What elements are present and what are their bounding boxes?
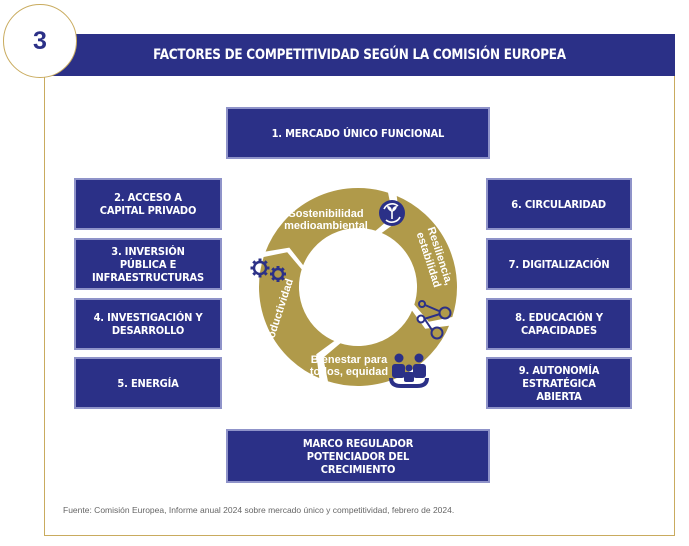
factor-box-1-label: 1. MERCADO ÚNICO FUNCIONAL xyxy=(271,126,445,140)
figure-title: FACTORES DE COMPETITIVIDAD SEGÚN LA COMI… xyxy=(153,47,566,63)
plant-recycle-icon xyxy=(379,200,405,226)
figure-number-badge: 3 xyxy=(3,4,77,78)
factor-box-2-label: 2. ACCESO A CAPITAL PRIVADO xyxy=(99,191,197,217)
factor-box-7: 7. DIGITALIZACIÓN xyxy=(486,238,632,290)
regulatory-framework-label: MARCO REGULADOR POTENCIADOR DEL CRECIMIE… xyxy=(302,436,414,476)
segment-resilience xyxy=(377,192,459,324)
network-nodes-icon xyxy=(416,300,452,340)
factor-box-1: 1. MERCADO ÚNICO FUNCIONAL xyxy=(226,107,490,159)
factor-box-2: 2. ACCESO A CAPITAL PRIVADO xyxy=(74,178,222,230)
factor-box-3: 3. INVERSIÓN PÚBLICA E INFRAESTRUCTURAS xyxy=(74,238,222,290)
factor-box-4: 4. INVESTIGACIÓN Y DESARROLLO xyxy=(74,298,222,350)
factor-box-5-label: 5. ENERGÍA xyxy=(117,376,179,390)
factor-box-8-label: 8. EDUCACIÓN Y CAPACIDADES xyxy=(515,311,603,337)
factor-box-7-label: 7. DIGITALIZACIÓN xyxy=(508,257,610,271)
gears-icon xyxy=(250,258,286,282)
figure-number: 3 xyxy=(33,26,47,55)
segment-productivity xyxy=(257,250,339,382)
segment-label-sustainability: Sostenibilidad medioambiental xyxy=(284,208,368,232)
factor-box-4-label: 4. INVESTIGACIÓN Y DESARROLLO xyxy=(93,311,203,337)
cycle-segments xyxy=(257,186,459,388)
factor-box-3-label: 3. INVERSIÓN PÚBLICA E INFRAESTRUCTURAS xyxy=(92,244,204,284)
people-care-icon xyxy=(389,353,429,388)
factor-box-9-label: 9. AUTONOMÍA ESTRATÉGICA ABIERTA xyxy=(518,363,600,403)
segment-sustainability xyxy=(262,186,395,270)
header-bar xyxy=(44,34,675,76)
segment-label-wellbeing: Bienestar para todos, equidad xyxy=(309,354,389,378)
segment-wellbeing xyxy=(321,306,453,388)
factor-box-8: 8. EDUCACIÓN Y CAPACIDADES xyxy=(486,298,632,350)
source-note: Fuente: Comisión Europea, Informe anual … xyxy=(63,505,455,515)
factor-box-9: 9. AUTONOMÍA ESTRATÉGICA ABIERTA xyxy=(486,357,632,409)
factor-box-6-label: 6. CIRCULARIDAD xyxy=(511,197,607,211)
regulatory-framework-box: MARCO REGULADOR POTENCIADOR DEL CRECIMIE… xyxy=(226,429,490,483)
factor-box-6: 6. CIRCULARIDAD xyxy=(486,178,632,230)
factor-box-5: 5. ENERGÍA xyxy=(74,357,222,409)
